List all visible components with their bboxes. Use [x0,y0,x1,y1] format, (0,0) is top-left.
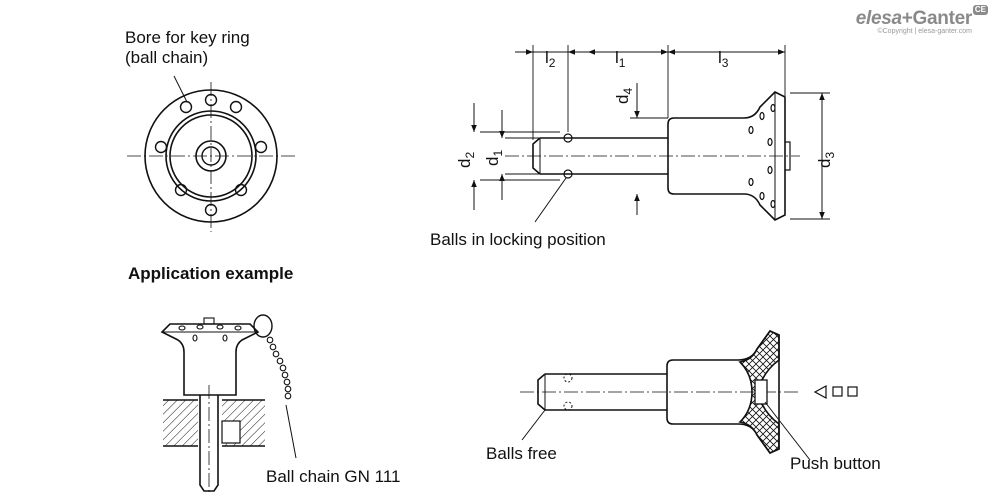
leader-ball-chain [285,404,297,459]
pin-tip-2 [537,373,546,411]
push-button-insert [754,379,768,405]
pin-circle [201,146,221,166]
flange-step-circle [169,114,253,198]
leader-balls-free [521,409,546,441]
bore-hole [174,183,188,197]
push-arrow-icon [813,384,858,400]
label-bore: Bore for key ring [125,28,250,47]
dim-l3: l3 [718,48,729,70]
leader-bore [173,75,188,103]
leader-push-button [764,401,811,461]
dim-d2: d2 [455,152,477,168]
ball-chain [266,336,292,400]
ce-badge: CE [972,5,988,15]
label-balls-free: Balls free [486,444,557,463]
side-view-balls-free [520,330,811,461]
label-balls-locking: Balls in locking position [430,230,606,249]
side-view-dimensioned [471,45,830,223]
app-knob-holes [178,317,242,342]
label-bore-sub: (ball chain) [125,48,209,67]
knob-body [667,91,786,221]
dim-l1: l1 [615,48,626,70]
knob-hole [767,165,773,175]
locking-ball-top [563,133,573,143]
knob-hole [770,103,776,113]
bore-hole [234,183,248,197]
label-ball-chain: Ball chain GN 111 [266,467,401,486]
brand-copyright: ©Copyright | elesa-ganter.com [877,28,972,35]
plate-edges [163,399,265,447]
bore-hole [229,100,243,114]
knob-hole [759,111,765,121]
bore-hole [204,93,218,107]
brand-wordmark: elesa+Ganter [855,8,973,29]
bore-hole [254,140,268,154]
bolt-holes [154,93,268,217]
label-push-button: Push button [790,454,881,473]
dimension-labels: l2 l1 l3 d4 d2 d1 d3 [455,48,837,168]
knob-hole [767,137,773,147]
bore-hole [204,203,218,217]
brand-logo: elesa+Ganter ©Copyright | elesa-ganter.c… [855,5,988,35]
plate-bore [221,420,241,444]
push-button-top [785,141,791,171]
flange-outer-circle [144,89,278,223]
label-application-example: Application example [128,264,294,283]
knob-hole [748,177,754,187]
dim-d3: d3 [815,152,837,168]
knob-hole [748,125,754,135]
pin-body [540,137,668,175]
locking-ball-bottom [563,169,573,179]
dim-l2: l2 [545,48,556,70]
dim-d1: d1 [483,150,505,166]
knob-hole [770,199,776,209]
dim-d4: d4 [613,88,635,104]
app-knob [160,323,260,396]
top-view [127,75,295,232]
bore-hole [179,100,193,114]
leader-balls-locking [534,177,567,223]
free-balls [563,373,573,411]
application-example [160,314,297,495]
knob-holes [748,103,776,209]
bore-hole [154,140,168,154]
flange-inner-circle [165,110,257,202]
push-button-circle [195,140,227,172]
pin-body-2 [545,373,667,411]
pin-tip [532,137,541,175]
key-ring [253,314,273,338]
dimension-lines [471,49,825,219]
extension-lines [480,45,830,220]
knob-hole [759,191,765,201]
